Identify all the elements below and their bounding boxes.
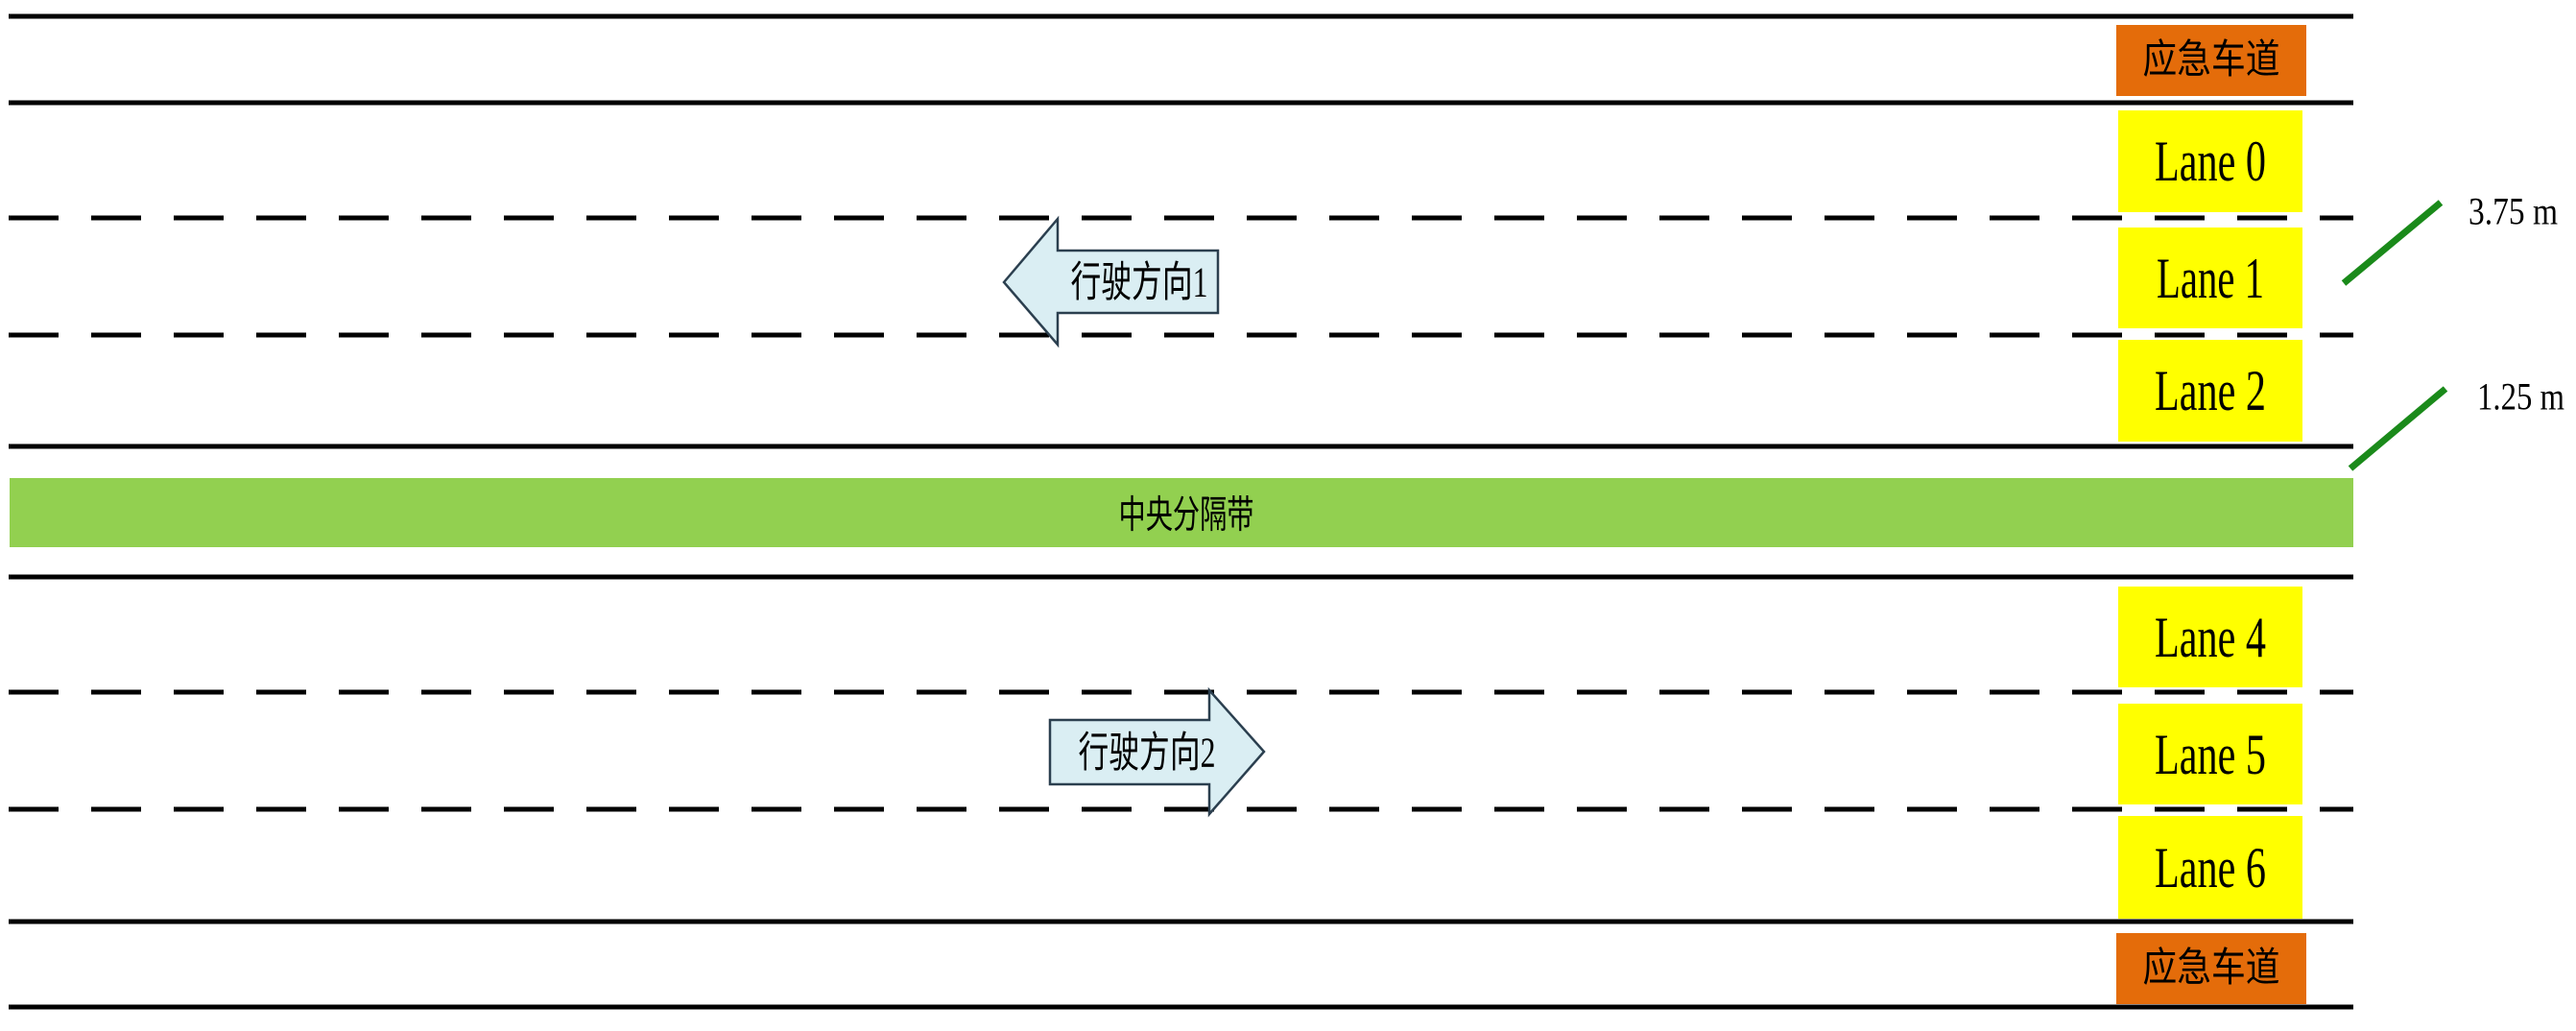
emergency-lane-tag-top: 应急车道 bbox=[2116, 25, 2306, 96]
emergency-lane-tag-bottom: 应急车道 bbox=[2116, 933, 2306, 1004]
median-width-annotation: 1.25 m bbox=[2348, 375, 2564, 471]
lane-width-annotation: 3.75 m bbox=[2341, 190, 2558, 286]
dimension-slash bbox=[2341, 200, 2444, 286]
lane-box bbox=[2118, 587, 2302, 687]
lane-label: Lane 4 bbox=[2155, 606, 2266, 669]
direction-2-label: 行驶方向2 bbox=[1079, 730, 1216, 777]
direction-1-label: 行驶方向1 bbox=[1071, 259, 1208, 306]
lane-tag-2: Lane 2 bbox=[2118, 340, 2302, 442]
lane-box bbox=[2118, 340, 2302, 442]
emergency-lane-label-top: 应急车道 bbox=[2143, 37, 2280, 83]
lane-width-label: 3.75 m bbox=[2469, 190, 2558, 233]
lane-label: Lane 5 bbox=[2155, 723, 2266, 786]
lane-box bbox=[2118, 704, 2302, 804]
lane-tag-1: Lane 1 bbox=[2118, 228, 2302, 328]
left-arrow-icon bbox=[1002, 215, 1220, 348]
lane-label: Lane 1 bbox=[2157, 247, 2264, 310]
lane-tag-0: Lane 0 bbox=[2118, 110, 2302, 212]
right-arrow-icon bbox=[1048, 686, 1266, 818]
lane-tag-4: Lane 4 bbox=[2118, 587, 2302, 687]
lane-tag-6: Lane 6 bbox=[2118, 816, 2302, 919]
emergency-lane-box-top bbox=[2116, 25, 2306, 96]
lane-box bbox=[2118, 816, 2302, 919]
direction-arrow-1: 行驶方向1 bbox=[1002, 215, 1220, 348]
median-strip bbox=[10, 478, 2353, 547]
median-width-label: 1.25 m bbox=[2477, 375, 2564, 419]
lane-label: Lane 6 bbox=[2155, 836, 2266, 899]
lane-label: Lane 0 bbox=[2155, 130, 2266, 193]
emergency-lane-label-bottom: 应急车道 bbox=[2143, 946, 2280, 991]
lane-tag-5: Lane 5 bbox=[2118, 704, 2302, 804]
lane-box bbox=[2118, 228, 2302, 328]
median-label: 中央分隔带 bbox=[1119, 493, 1254, 537]
lane-box bbox=[2118, 110, 2302, 212]
emergency-lane-box-bottom bbox=[2116, 933, 2306, 1004]
direction-arrow-2: 行驶方向2 bbox=[1048, 686, 1266, 818]
lane-label: Lane 2 bbox=[2155, 359, 2266, 422]
dimension-slash bbox=[2348, 386, 2448, 471]
